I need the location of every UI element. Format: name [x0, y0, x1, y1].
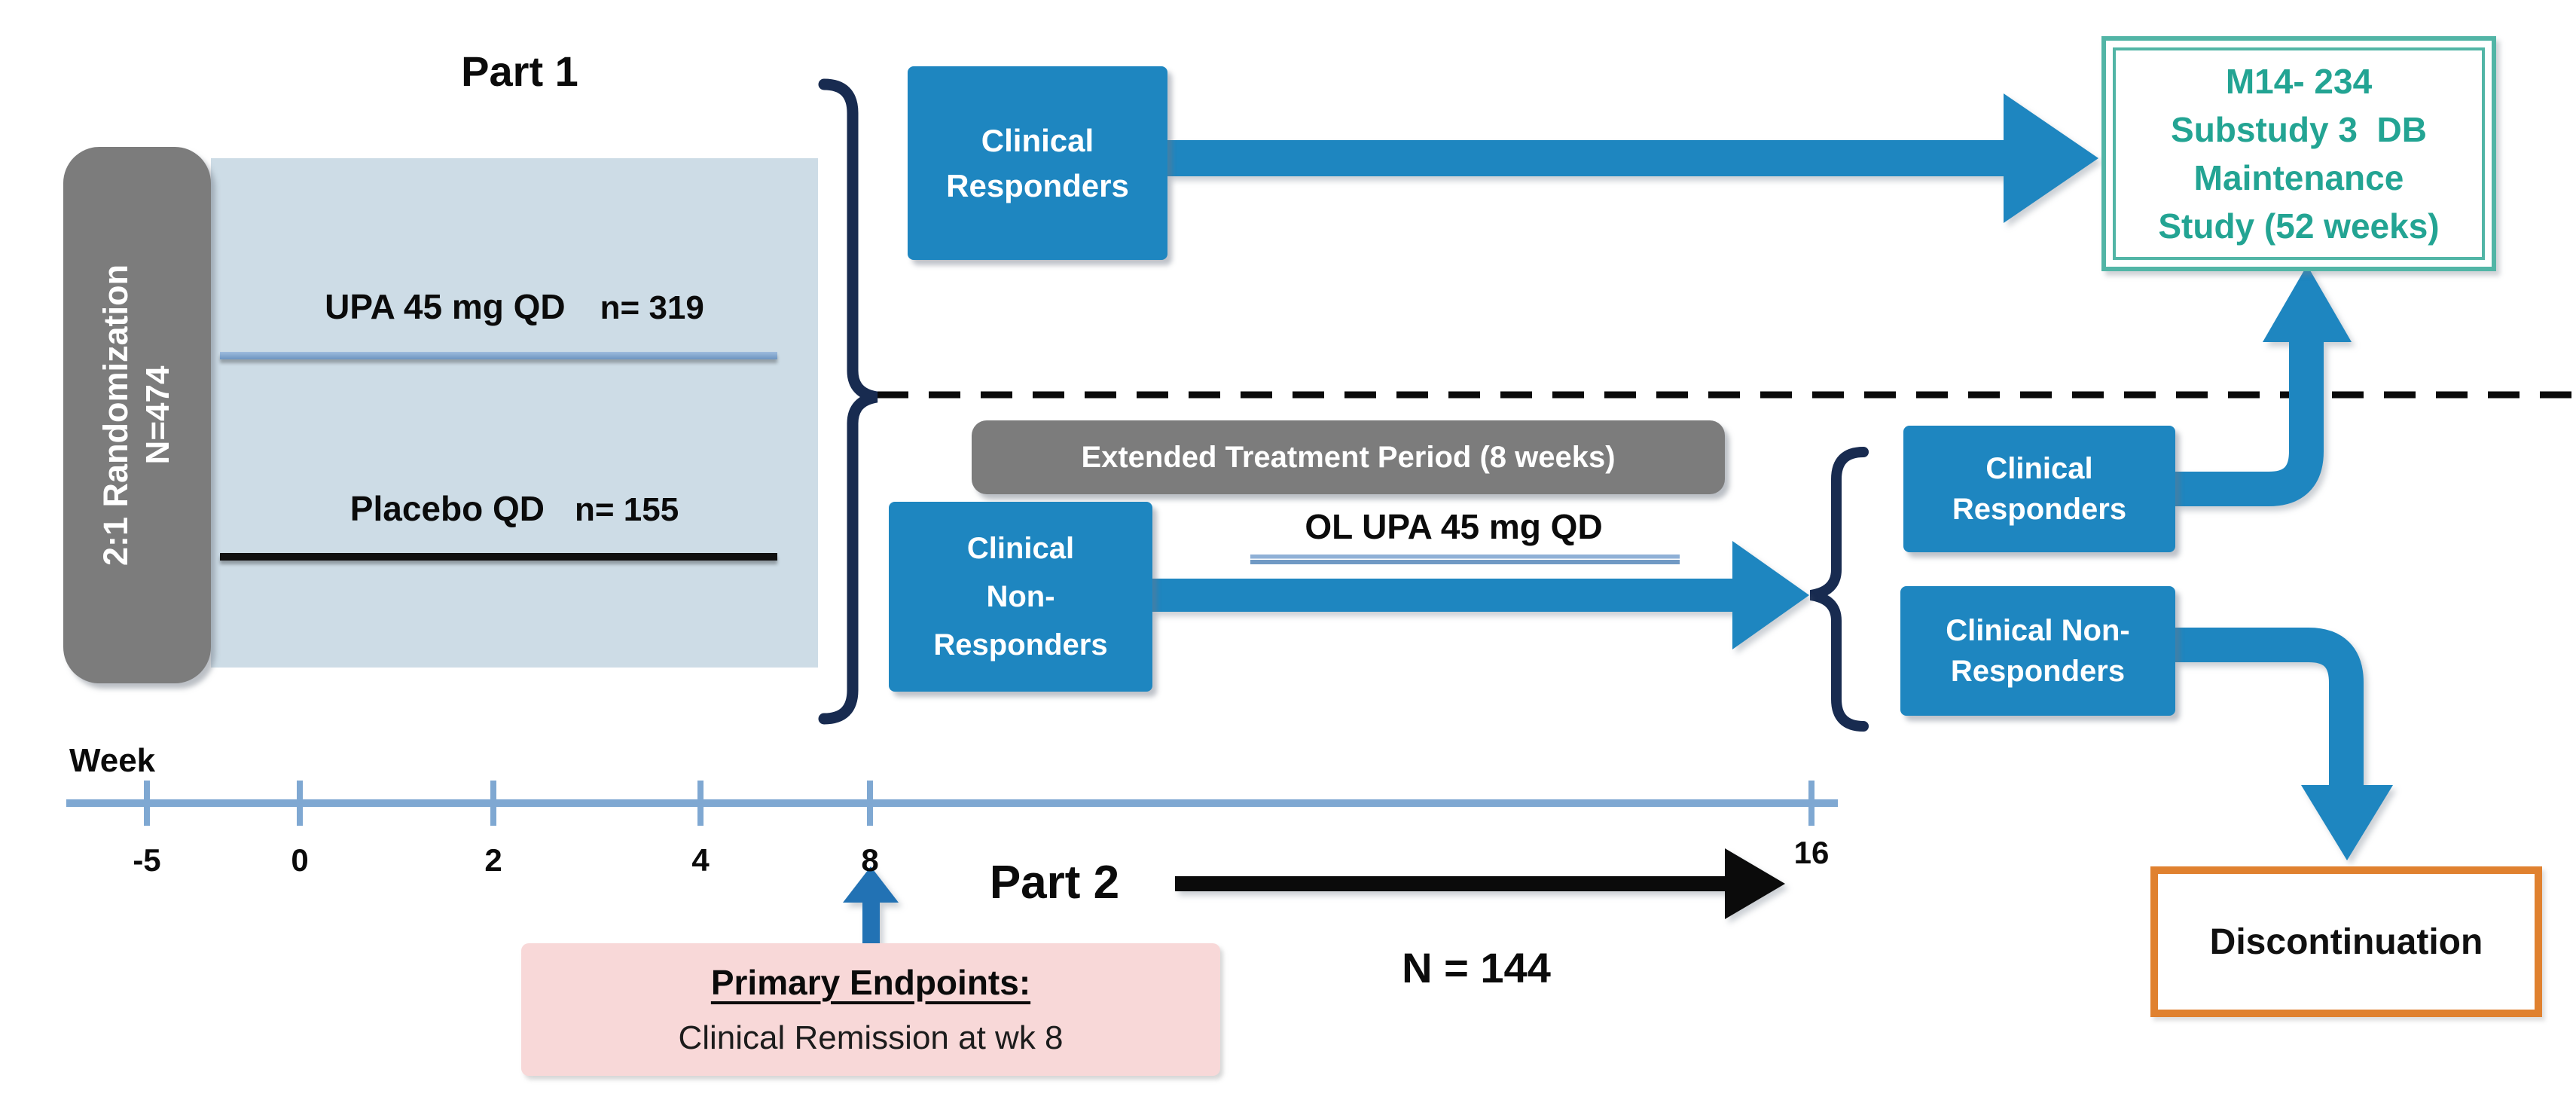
- randomization-ratio-label: 2:1 Randomization: [96, 264, 135, 567]
- outcome-nonresponders-line1: Clinical Non-: [1946, 614, 2130, 647]
- part1-title: Part 1: [461, 47, 578, 95]
- maintenance-study-line1: M14- 234: [2225, 62, 2373, 101]
- arm-placebo-row: Placebo QD n= 155: [211, 488, 818, 529]
- clinical-nonresponders-part2-line1: Clinical: [966, 532, 1075, 565]
- part2-n-label: N = 144: [1402, 944, 1551, 991]
- responders-to-maintenance-arrow: [1167, 93, 2098, 223]
- clinical-responders-part1-line1: Clinical: [981, 122, 1094, 158]
- randomization-vertical-text: 2:1 Randomization N=474: [63, 147, 211, 683]
- clinical-nonresponders-part2-line2: Non-: [986, 580, 1055, 613]
- open-label-treatment-label: OL UPA 45 mg QD: [1305, 507, 1603, 546]
- tick-label-0: 0: [291, 842, 309, 878]
- tick-label-4: 4: [691, 842, 710, 878]
- maintenance-study-line3: Maintenance: [2193, 158, 2404, 197]
- part2-title: Part 2: [989, 857, 1120, 909]
- responders-up-elbow-arrow: [2175, 265, 2352, 506]
- maintenance-study-line4: Study (52 weeks): [2158, 206, 2440, 246]
- outcome-responders-line2: Responders: [1952, 493, 2127, 526]
- primary-endpoints-box: Primary Endpoints: Clinical Remission at…: [521, 943, 1220, 1076]
- arm-upa-row: UPA 45 mg QD n= 319: [211, 286, 818, 327]
- outcome-responders-box: Clinical Responders: [1903, 426, 2175, 552]
- tick-label-2: 2: [484, 842, 502, 878]
- outcome-nonresponders-line2: Responders: [1950, 655, 2126, 688]
- arm-upa-line: [220, 352, 777, 359]
- clinical-nonresponders-part2-box: Clinical Non- Responders: [889, 502, 1152, 692]
- primary-endpoints-title: Primary Endpoints:: [710, 963, 1031, 1002]
- clinical-responders-part1-line2: Responders: [946, 167, 1129, 203]
- clinical-nonresponders-part2-line3: Responders: [933, 628, 1108, 661]
- primary-endpoints-detail: Clinical Remission at wk 8: [678, 1019, 1064, 1056]
- arm-placebo-label: Placebo QD: [349, 489, 545, 528]
- arm-upa-n: n= 319: [600, 289, 704, 326]
- randomization-n-label: N=474: [139, 365, 176, 465]
- week8-endpoint-arrow: [843, 866, 899, 948]
- arm-upa-label: UPA 45 mg QD: [325, 287, 566, 326]
- nonresponders-extension-arrow: [1152, 541, 1809, 649]
- maintenance-study-box: M14- 234 Substudy 3 DB Maintenance Study…: [2101, 36, 2496, 271]
- discontinuation-box: Discontinuation: [2150, 866, 2542, 1017]
- outcome-responders-line1: Clinical: [1985, 452, 2093, 485]
- tick-label-16: 16: [1793, 835, 1830, 870]
- tick-label-8: 8: [861, 842, 879, 878]
- part1-closing-brace-bracket: [818, 78, 878, 725]
- open-label-treatment-line: [1250, 555, 1680, 564]
- week-axis-label: Week: [69, 742, 156, 779]
- nonresponders-down-elbow-arrow: [2175, 628, 2393, 860]
- extended-treatment-label: Extended Treatment Period (8 weeks): [1081, 440, 1616, 474]
- part2-opening-brace-bracket: [1809, 447, 1869, 732]
- tick-label-minus5: -5: [133, 842, 161, 878]
- maintenance-study-line2: Substudy 3 DB: [2171, 110, 2427, 149]
- arm-placebo-n: n= 155: [574, 491, 679, 528]
- week-timeline-axis: [66, 781, 1838, 826]
- extended-treatment-box: Extended Treatment Period (8 weeks): [972, 420, 1725, 494]
- clinical-responders-part1-box: Clinical Responders: [908, 66, 1167, 260]
- part1-treatment-panel: [211, 158, 818, 668]
- outcome-nonresponders-box: Clinical Non- Responders: [1900, 586, 2175, 716]
- randomization-box: 2:1 Randomization N=474: [63, 147, 211, 683]
- arm-placebo-line: [220, 553, 777, 561]
- part2-duration-arrow: [1175, 848, 1785, 919]
- discontinuation-label: Discontinuation: [2209, 921, 2483, 962]
